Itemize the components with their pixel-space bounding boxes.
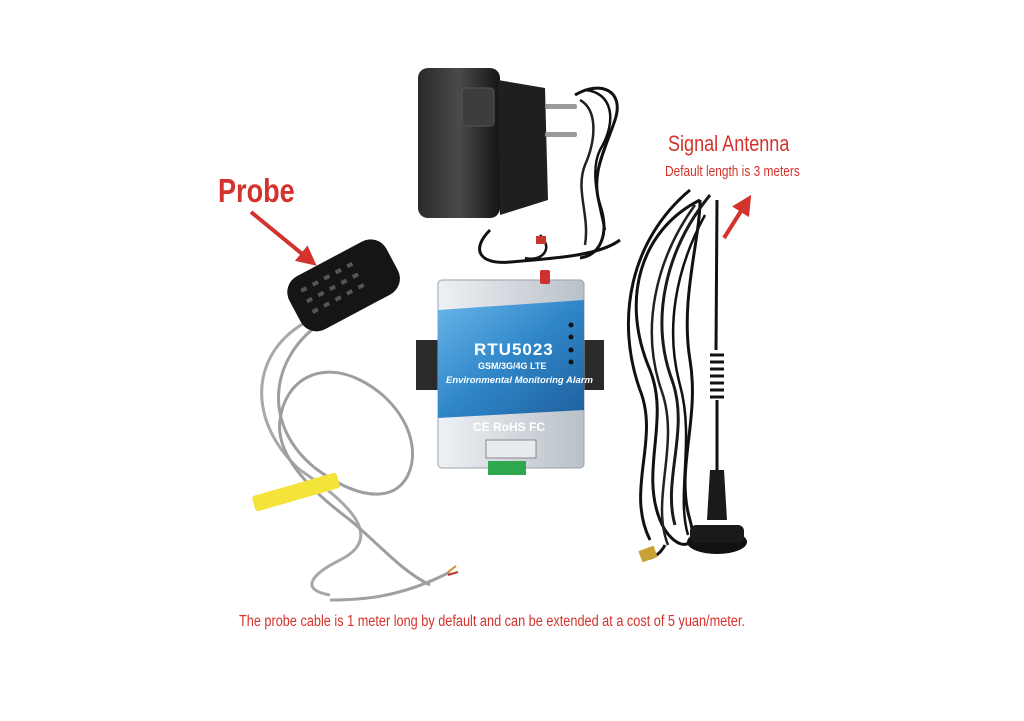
antenna-label: Signal Antenna [668, 131, 790, 156]
antenna-length-note: Default length is 3 meters [665, 164, 800, 180]
rtu-device [416, 270, 604, 475]
probe-arrow [249, 210, 317, 266]
probe-label: Probe [218, 172, 295, 209]
device-title: Environmental Monitoring Alarm [446, 375, 593, 386]
signal-antenna [626, 188, 747, 563]
device-certifications: CE RoHS FC [473, 420, 545, 434]
device-model: RTU5023 [474, 340, 554, 359]
power-adapter [418, 68, 621, 264]
probe [252, 239, 459, 602]
probe-cable-note: The probe cable is 1 meter long by defau… [239, 613, 745, 630]
device-bands: GSM/3G/4G LTE [478, 361, 547, 371]
antenna-arrow [722, 194, 752, 240]
